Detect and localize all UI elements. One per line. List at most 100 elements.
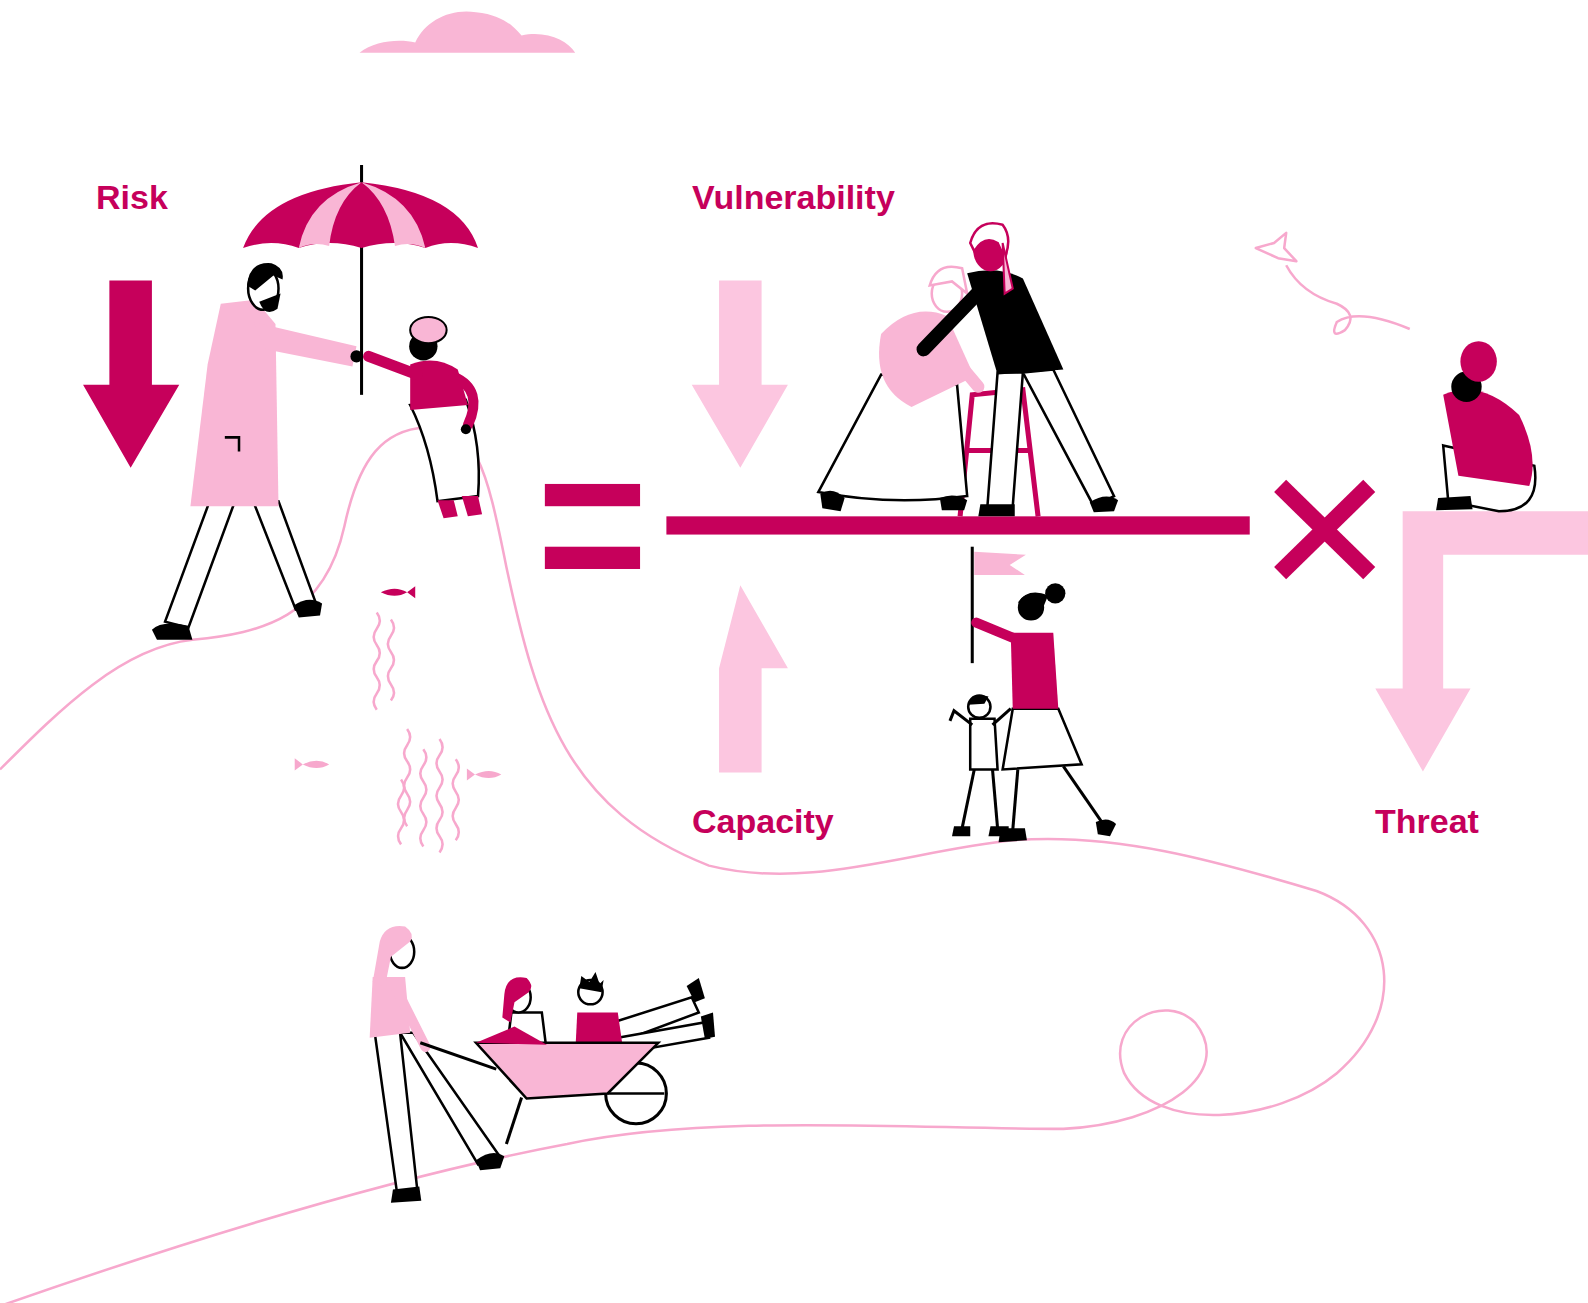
elderly-with-helper-shape [987, 373, 1022, 507]
woman-with-flag-shape [1045, 583, 1065, 603]
cloud [360, 11, 576, 52]
elderly-with-helper-shape [930, 267, 967, 294]
sitting-person-shape [1460, 341, 1496, 381]
seated-woman [369, 317, 482, 518]
threat-arrow [1375, 511, 1588, 771]
times-sign-shape [1280, 486, 1369, 573]
elderly-with-helper-shape [978, 504, 1014, 516]
risk-arrow [83, 280, 179, 467]
elderly-with-helper [818, 223, 1118, 516]
woman-with-flag-shape [1063, 766, 1104, 825]
times-sign-shape [1280, 486, 1369, 573]
wheelbarrow-group-shape [608, 1092, 665, 1095]
fraction-bar [666, 516, 1249, 534]
wheelbarrow-group-shape [506, 1097, 521, 1144]
man-with-umbrella [152, 165, 478, 640]
sitting-person [1436, 341, 1535, 511]
equals-sign-shape [545, 484, 640, 506]
wheelbarrow-group-shape [579, 972, 603, 992]
woman-with-flag-shape [1018, 592, 1048, 607]
woman-with-flag-shape [971, 547, 974, 663]
child-shape [993, 769, 998, 828]
child-shape [970, 719, 997, 770]
fish-shape [381, 586, 415, 598]
wheelbarrow-group-shape [373, 926, 412, 987]
wheelbarrow-group-shape [687, 978, 705, 1002]
wheelbarrow-group-shape [502, 977, 531, 1022]
seaweed-shape [388, 620, 394, 701]
seated-woman-shape [461, 424, 471, 434]
sitting-person-shape [1443, 390, 1532, 486]
risk-arrow-shape [83, 280, 179, 467]
elderly-with-helper-shape [820, 491, 844, 511]
formula-term-box: Capacity [692, 803, 834, 840]
man-with-umbrella-shape [243, 182, 478, 248]
fraction-bar-shape [666, 516, 1249, 534]
man-with-umbrella-shape [350, 350, 362, 362]
man-with-umbrella-shape [225, 437, 239, 451]
seated-woman-shape [410, 317, 446, 343]
woman-with-flag-shape [1013, 769, 1018, 830]
man-with-umbrella-shape [165, 501, 235, 628]
seated-woman-shape [369, 356, 418, 374]
woman-with-flag-shape [1003, 709, 1082, 770]
formula-term: Threat [1375, 802, 1479, 840]
man-with-umbrella-shape [247, 263, 283, 290]
threat-arrow-shape [1375, 511, 1588, 771]
child-shape [993, 709, 1011, 725]
child-shape [988, 826, 1008, 836]
man-with-umbrella-shape [152, 623, 193, 639]
wheelbarrow-group-shape [397, 990, 425, 1047]
seated-woman-shape [438, 500, 458, 518]
man-with-umbrella-shape [259, 294, 280, 312]
bird-shape [1286, 265, 1410, 333]
vulnerability-arrow-shape [692, 280, 788, 467]
child-shape [968, 696, 988, 705]
seaweed-shape [436, 739, 442, 852]
elderly-with-helper-shape [1003, 243, 1013, 294]
man-with-umbrella-shape [253, 501, 316, 609]
equals-sign [545, 484, 640, 569]
seated-woman-shape [462, 496, 482, 516]
elderly-with-helper-shape [947, 349, 978, 386]
sitting-person-shape [1436, 496, 1472, 510]
seaweed-shape [420, 749, 426, 846]
seaweed-shape [374, 613, 380, 710]
elderly-with-helper-shape [1090, 497, 1118, 513]
woman-with-flag-shape [1096, 819, 1116, 836]
formula-term: Risk [96, 178, 168, 216]
winding-path-shape [0, 427, 1384, 1303]
wheelbarrow-group-shape [476, 1027, 547, 1045]
equals-sign-shape [545, 547, 640, 569]
vulnerability-arrow [692, 280, 788, 467]
wheelbarrow-group-shape [391, 1187, 421, 1203]
child-shape [968, 696, 990, 718]
man-with-umbrella-shape [253, 322, 356, 367]
formula-term-box: Threat [1375, 803, 1479, 840]
capacity-arrow-shape [692, 585, 788, 772]
wheelbarrow-group-shape [476, 1043, 658, 1099]
fish-shape [295, 758, 329, 770]
elderly-with-helper-shape [940, 496, 967, 511]
woman-with-flag-shape [1011, 633, 1059, 709]
winding-path [0, 427, 1384, 1303]
child [950, 696, 1011, 837]
bird [1256, 233, 1410, 334]
woman-with-flag-shape [974, 552, 1026, 575]
fish [295, 586, 502, 780]
elderly-with-helper-shape [1023, 370, 1114, 507]
seaweed-shape [453, 759, 459, 840]
man-with-umbrella-shape [362, 182, 426, 248]
seaweed-shape [404, 729, 410, 826]
fish-shape [467, 768, 501, 780]
child-shape [962, 769, 974, 828]
wheelbarrow-group-shape [476, 1153, 504, 1170]
bird-shape [1256, 233, 1297, 261]
times-sign [1280, 486, 1369, 573]
woman-with-flag [972, 547, 1116, 843]
elderly-with-helper-shape [818, 375, 967, 501]
wheelbarrow-group [370, 926, 715, 1203]
seaweed [374, 613, 459, 853]
